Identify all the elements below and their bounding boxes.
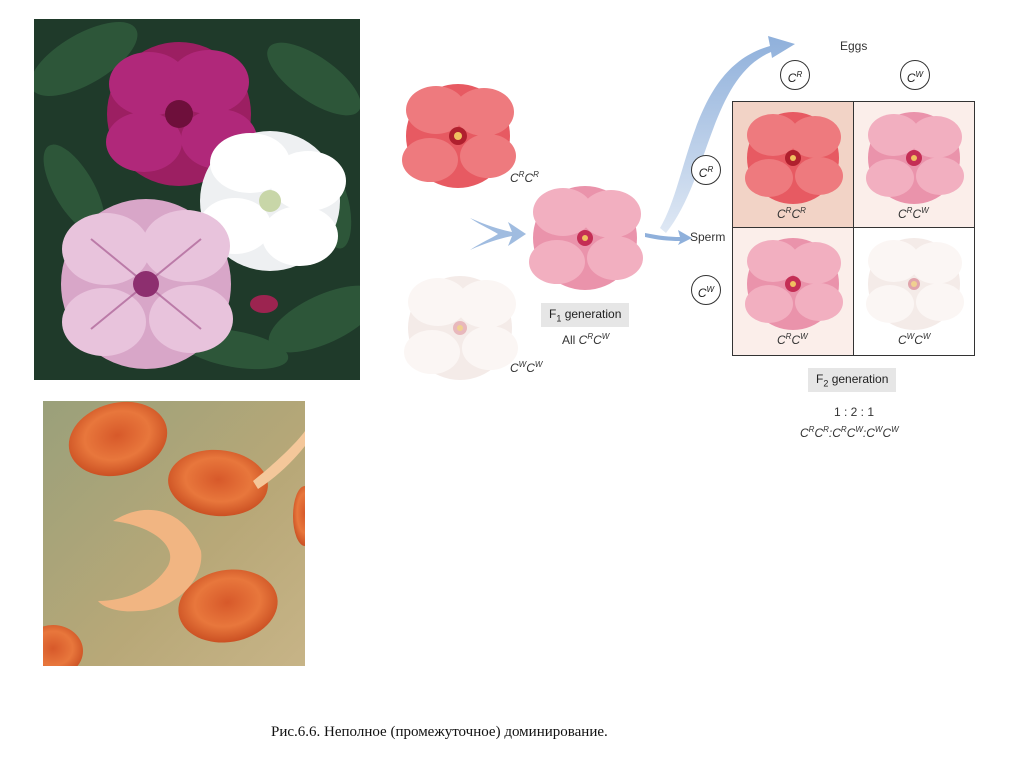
egg-allele-r: CR — [780, 60, 810, 90]
pink-flower — [61, 199, 233, 369]
f1-generation-label: F1 generation — [541, 303, 630, 328]
red-offspring-flower — [745, 112, 843, 204]
pink-offspring-flower — [866, 112, 964, 204]
red-parent-flower — [402, 84, 516, 188]
gamete-arrows-icon — [645, 36, 795, 245]
punnett-cell-rw-top: CRCW — [854, 102, 974, 228]
punnett-genotype: CRCW — [777, 332, 808, 347]
punnett-genotype: CRCW — [898, 206, 929, 221]
punnett-cell-ww: CWCW — [854, 228, 974, 355]
punnett-cell-rr: CRCR — [733, 102, 854, 228]
punnett-genotype: CWCW — [898, 332, 931, 347]
pink-offspring-flower — [745, 238, 843, 330]
blood-cells-photo — [43, 401, 305, 666]
flowers-photo — [34, 19, 360, 380]
f2-ratio-genotypes: CRCR:CRCW:CWCW — [800, 425, 899, 440]
f2-generation-label: F2 generation — [808, 368, 897, 393]
white-offspring-flower — [866, 238, 964, 330]
white-parent-flower — [404, 276, 518, 380]
figure-caption: Рис.6.6. Неполное (промежуточное) домини… — [271, 724, 608, 740]
eggs-label: Eggs — [840, 39, 868, 53]
white-flower — [199, 131, 346, 271]
egg-allele-w: CW — [900, 60, 930, 90]
white-parent-genotype: CWCW — [510, 360, 543, 375]
sperm-label: Sperm — [690, 230, 726, 244]
sperm-allele-r: CR — [691, 155, 721, 185]
f1-pink-flower — [529, 186, 643, 290]
f2-ratio: 1 : 2 : 1 — [834, 405, 875, 419]
punnett-cell-rw-bottom: CRCW — [733, 228, 854, 355]
red-parent-genotype: CRCR — [510, 170, 539, 185]
cross-arrow-icon — [470, 218, 526, 250]
f1-all-genotype: All CRCW — [562, 332, 610, 347]
sperm-allele-w: CW — [691, 275, 721, 305]
punnett-genotype: CRCR — [777, 206, 806, 221]
punnett-square: CRCR CRCW CRCW — [732, 101, 975, 356]
